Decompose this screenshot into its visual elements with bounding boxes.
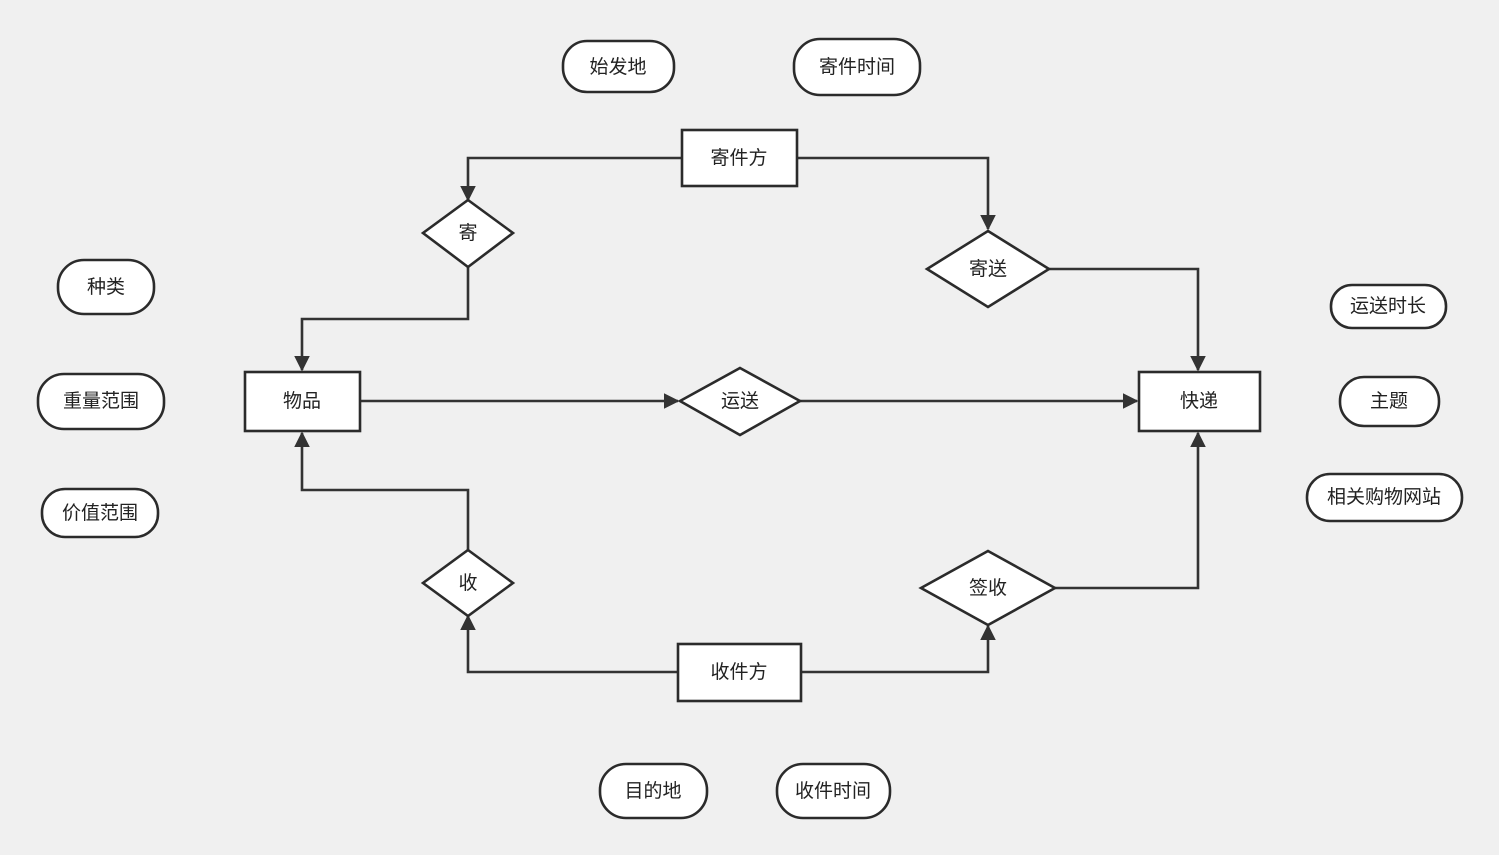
attribute-send-time[interactable]: 寄件时间 xyxy=(792,37,922,97)
attribute-subject[interactable]: 主题 xyxy=(1338,375,1441,428)
relationship-send[interactable]: 寄 xyxy=(420,198,516,269)
attribute-value-range[interactable]: 价值范围 xyxy=(40,487,160,539)
relationship-send-label: 寄 xyxy=(458,222,477,244)
attribute-shopping-site[interactable]: 相关购物网站 xyxy=(1305,472,1464,523)
connector-receive-to-item xyxy=(294,431,470,550)
relationship-deliver-send[interactable]: 寄送 xyxy=(924,229,1052,309)
connector-sender-to-deliver-send xyxy=(797,156,996,231)
relationship-transport[interactable]: 运送 xyxy=(677,366,803,437)
attribute-transit-duration[interactable]: 运送时长 xyxy=(1329,283,1448,330)
connector-receiver-to-sign xyxy=(801,624,996,674)
attribute-subject-label: 主题 xyxy=(1370,390,1408,412)
connector-receiver-to-receive xyxy=(460,614,678,674)
attribute-transit-duration-label: 运送时长 xyxy=(1350,295,1426,317)
attribute-shopping-site-label: 相关购物网站 xyxy=(1327,486,1441,508)
attribute-category-label: 种类 xyxy=(87,276,125,298)
attribute-origin-label: 始发地 xyxy=(589,56,646,78)
relationship-deliver-send-label: 寄送 xyxy=(969,258,1007,280)
relationship-sign-label: 签收 xyxy=(969,577,1007,599)
attribute-origin[interactable]: 始发地 xyxy=(561,39,676,94)
relationship-receive-label: 收 xyxy=(458,572,477,594)
attribute-value-range-label: 价值范围 xyxy=(62,502,138,524)
connector-send-to-item xyxy=(294,267,470,372)
entity-sender[interactable]: 寄件方 xyxy=(680,128,799,188)
entity-receiver-label: 收件方 xyxy=(710,661,767,683)
connector-sender-to-send xyxy=(460,156,682,202)
relationship-transport-label: 运送 xyxy=(721,390,759,412)
entity-express-label: 快递 xyxy=(1180,390,1218,412)
connector-deliver-send-to-express xyxy=(1049,267,1206,372)
relationship-sign[interactable]: 签收 xyxy=(918,549,1058,627)
entity-item[interactable]: 物品 xyxy=(243,370,362,433)
attribute-destination-label: 目的地 xyxy=(624,780,681,802)
attribute-category[interactable]: 种类 xyxy=(56,258,156,316)
connectors xyxy=(294,156,1206,674)
attribute-weight-range-label: 重量范围 xyxy=(63,390,139,412)
attribute-receive-time[interactable]: 收件时间 xyxy=(775,762,892,820)
attribute-destination[interactable]: 目的地 xyxy=(598,762,709,820)
entity-receiver[interactable]: 收件方 xyxy=(676,642,803,703)
attribute-receive-time-label: 收件时间 xyxy=(795,780,871,802)
entity-item-label: 物品 xyxy=(283,390,321,412)
entity-sender-label: 寄件方 xyxy=(710,147,767,169)
relationship-receive[interactable]: 收 xyxy=(420,548,516,618)
connector-sign-to-express xyxy=(1055,431,1206,590)
attribute-send-time-label: 寄件时间 xyxy=(819,56,895,78)
entity-express[interactable]: 快递 xyxy=(1137,370,1262,433)
attribute-weight-range[interactable]: 重量范围 xyxy=(36,372,166,431)
